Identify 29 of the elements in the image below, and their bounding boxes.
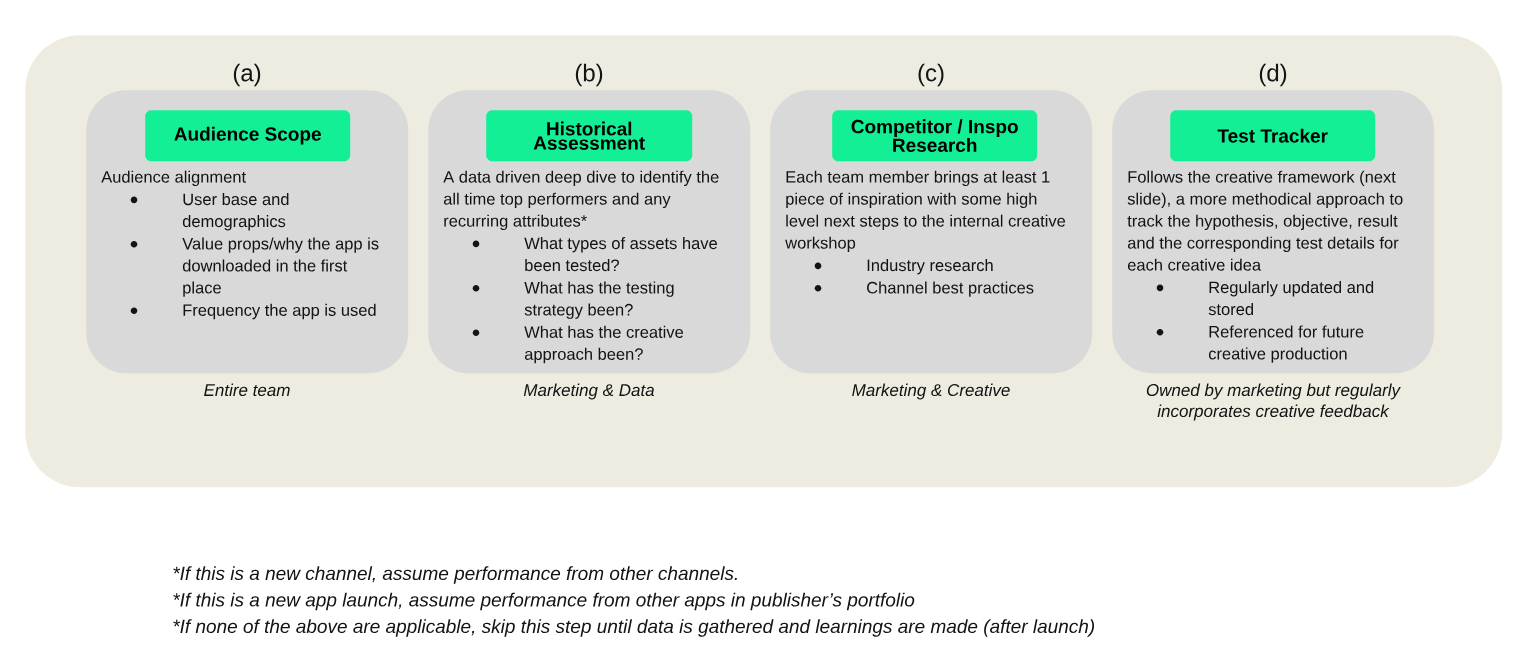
- bullet-text: What has the testing strategy been?: [524, 281, 674, 319]
- owner-note: Owned by marketing but regularly incorporates creative feedback: [1146, 383, 1401, 421]
- owner-note: Entire team: [204, 383, 290, 397]
- owner-note: Marketing & Data: [523, 383, 655, 400]
- bullet-text: Value props/why the app is downloaded in the first place: [182, 237, 379, 297]
- footnote: *If this is a new channel, assume performance from other channels.: [173, 566, 737, 584]
- bullet-text: User base and demographics: [182, 193, 289, 231]
- section-label: (b): [575, 63, 603, 87]
- bullet-text: Referenced for future creative production: [1208, 325, 1364, 363]
- footnote: *If none of the above are applicable, skip this step until data is gathered and learnings are made (after launch): [173, 619, 1094, 637]
- section-label: (c): [918, 63, 944, 87]
- section-label: (d): [1259, 63, 1287, 87]
- bullet-text: Regularly updated and stored: [1208, 281, 1374, 316]
- heading-box: Test Tracker: [1170, 110, 1376, 162]
- description-text: Audience alignment: [101, 170, 246, 186]
- description-text: A data driven deep dive to identify the all time top performers and any recurring attributes*: [443, 170, 719, 230]
- heading-box: Audience Scope: [145, 110, 351, 162]
- heading-box: Historical Assessment: [486, 110, 693, 162]
- bullet-text: Industry research: [867, 259, 993, 275]
- section-label: (a): [233, 63, 261, 87]
- bullet-text: What has the creative approach been?: [524, 325, 684, 364]
- footnote: *If this is a new app launch, assume performance from other apps in publisher’s portfolio: [173, 592, 915, 611]
- owner-note: Marketing & Creative: [852, 383, 1010, 400]
- bullet-text: Channel best practices: [867, 281, 1034, 297]
- heading-box: Competitor / Inspo Research: [832, 110, 1038, 162]
- bullet-text: What types of assets have been tested?: [524, 237, 717, 272]
- description-text: Each team member brings at least 1 piece of inspiration with some high level next steps to the internal creative workshop: [785, 170, 1066, 252]
- bullet-text: Frequency the app is used: [183, 303, 376, 320]
- description-text: Follows the creative framework (next slide), a more methodical approach to track the hypothesis, objective, result and the corresponding test details for each creative idea: [1127, 170, 1403, 271]
